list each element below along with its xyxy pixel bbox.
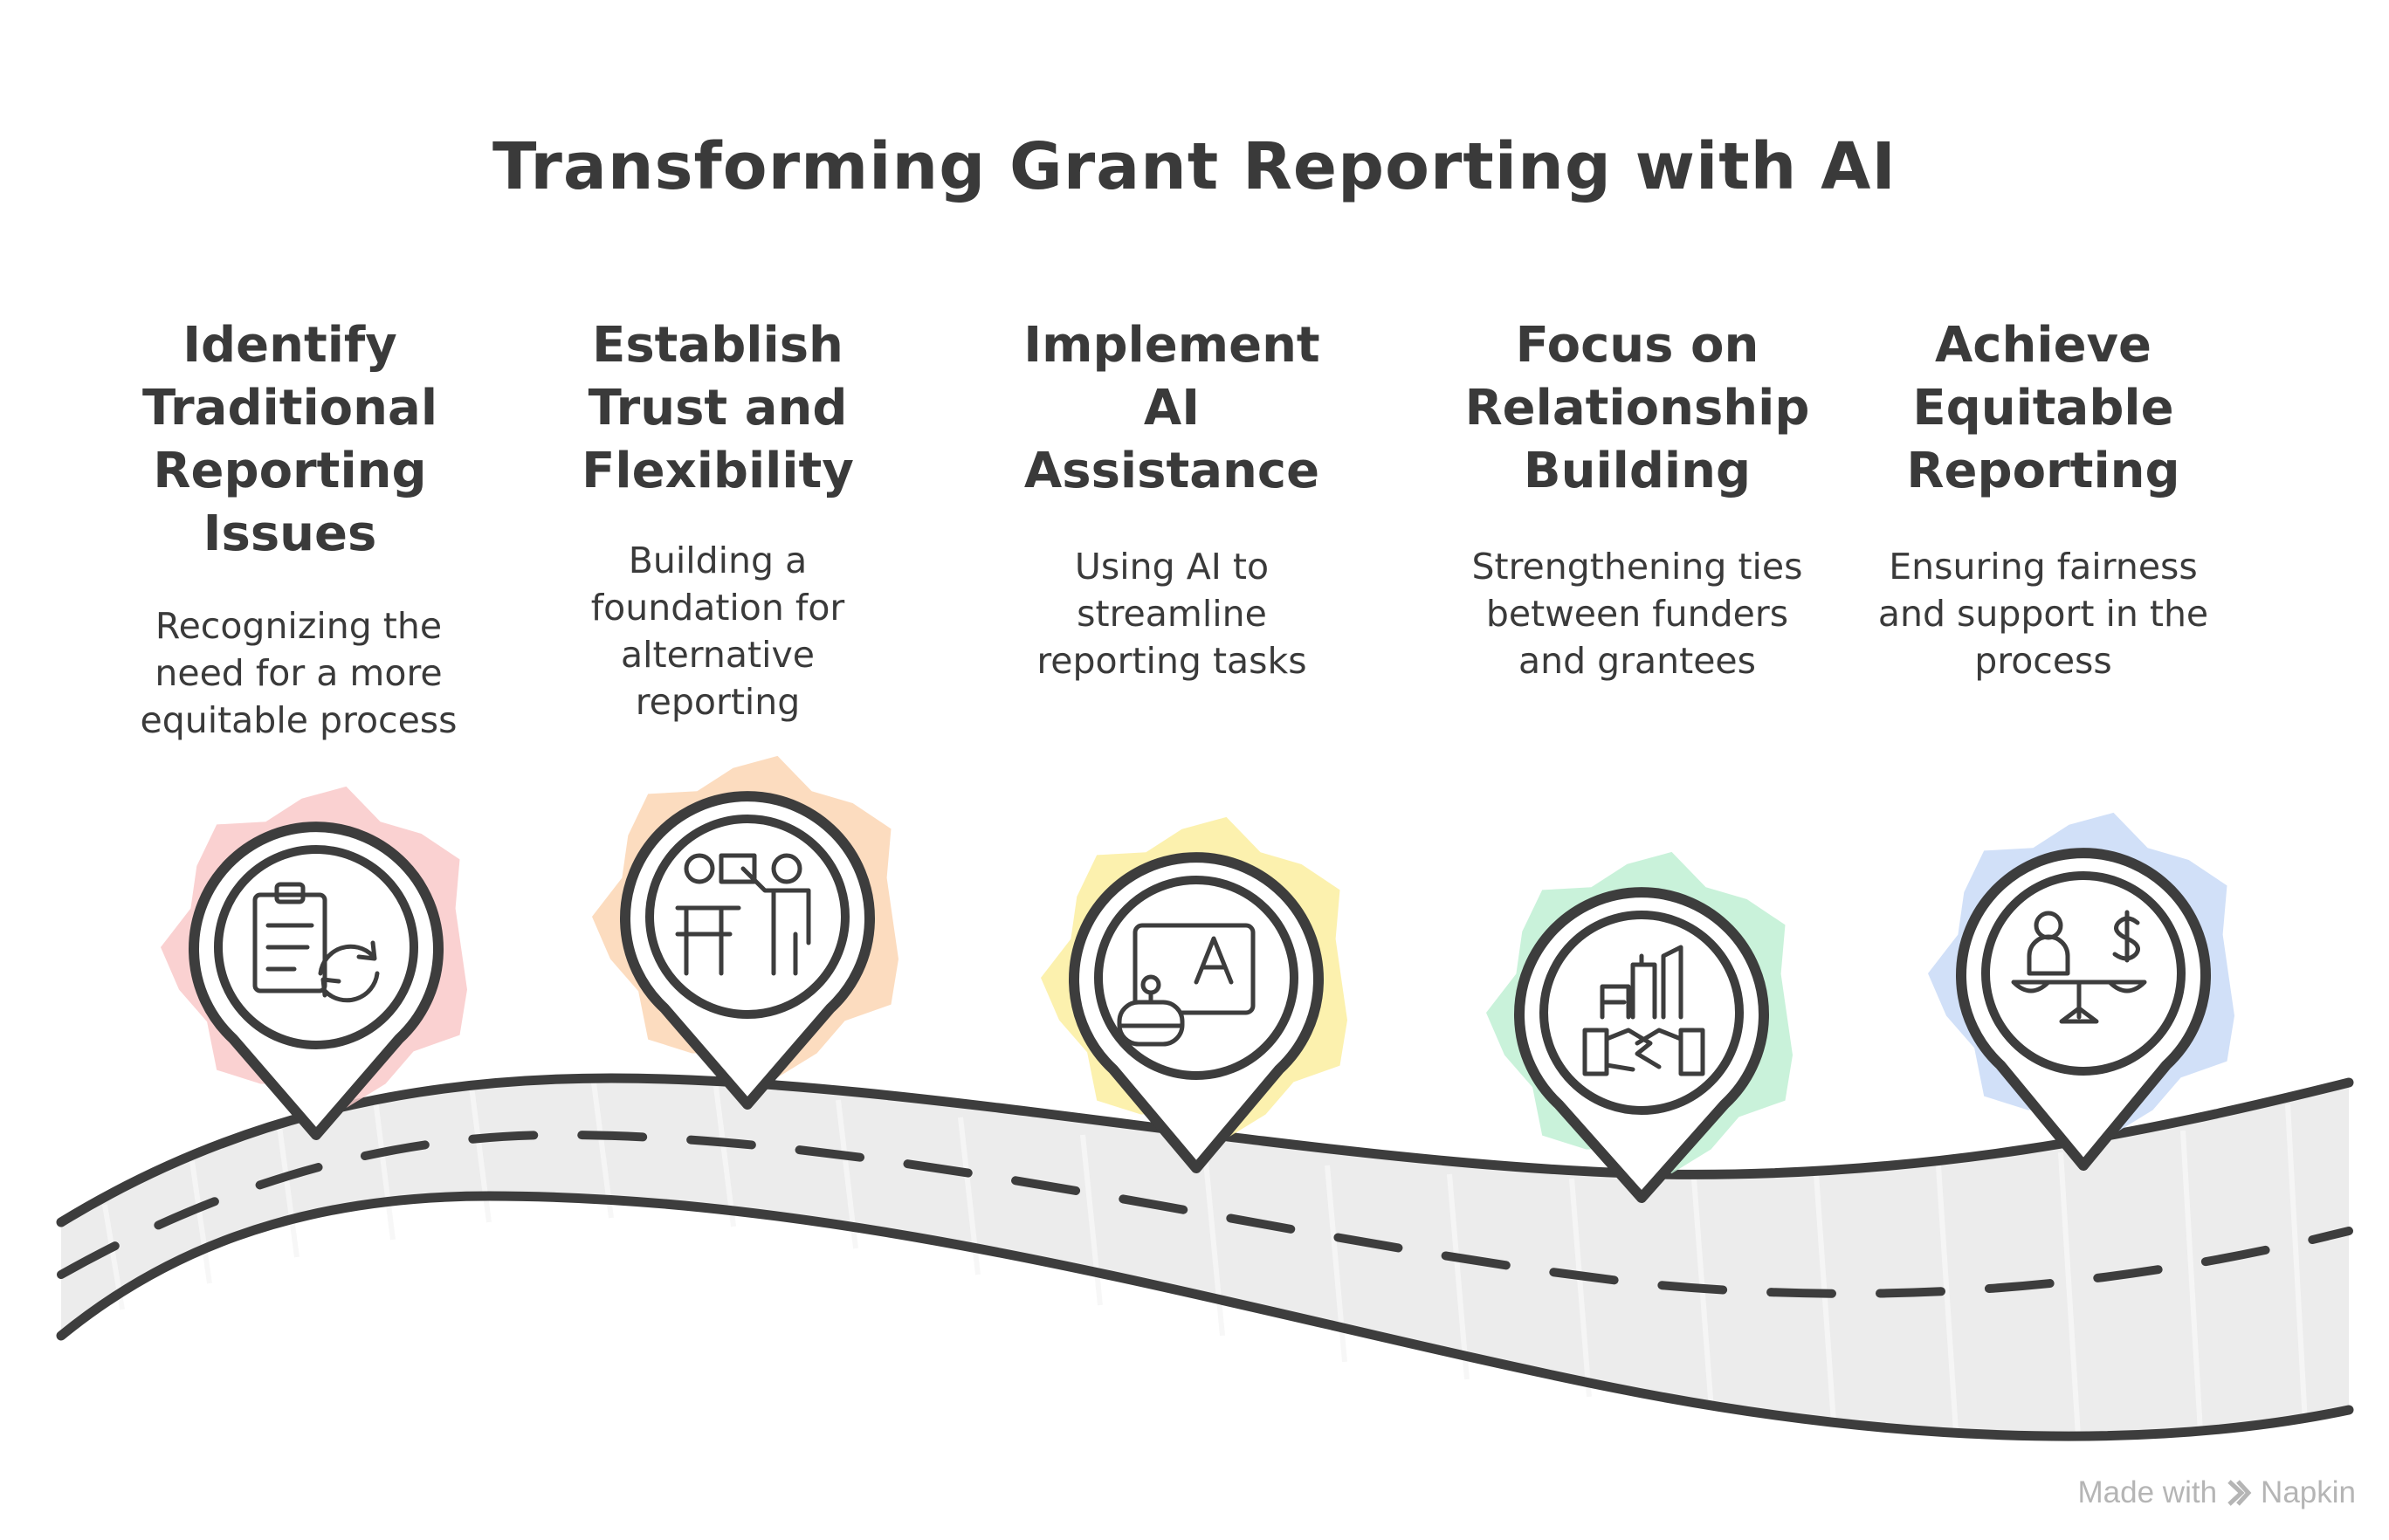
step-pin-4 [1486,851,1793,1203]
step-title-line: Relationship [1464,380,1810,437]
road-surface [61,1078,2349,1437]
step-description-line: need for a more [155,652,443,694]
step-pin-3 [1041,816,1347,1173]
step-title-line: Issues [203,505,377,562]
pin-inner-ring [214,845,418,1049]
step-description-line: process [1974,640,2112,682]
napkin-credit[interactable]: Made with Napkin [2078,1475,2356,1510]
step-description-1: Recognizing the need for a more equitable … [98,602,499,744]
robot-screen-icon [1117,923,1256,1047]
clipboard-refresh-icon [252,882,380,1003]
road-bottom-edge [56,1191,2354,1441]
step-description-2: Building a foundation for alternative repor… [517,537,919,725]
step-pin-1 [161,786,467,1140]
step-title-line: Traditional [141,380,438,437]
road-center-dashes [57,1130,2353,1298]
step-description-line: between funders [1485,593,1789,635]
step-description-line: reporting tasks [1036,640,1307,682]
step-title-line: Equitable [1912,380,2174,437]
step-title-line: Identify [182,317,397,374]
presentation-people-icon [675,853,811,976]
step-description-3: Using AI to streamline reporting tasks [971,543,1373,684]
step-title-line: Reporting [153,443,427,499]
step-description-line: alternative [620,634,816,676]
step-title-line: Flexibility [582,443,854,499]
step-pin-2 [592,755,898,1110]
step-title-line: AI [1143,380,1201,437]
step-description-line: Using AI to [1074,546,1270,588]
step-title-line: Assistance [1023,443,1320,499]
napkin-logo-icon [2227,1480,2252,1506]
step-pin-5 [1928,812,2234,1171]
pin-inner-ring [1539,911,1744,1115]
step-title-line: Trust and [588,380,848,437]
step-description-line: and grantees [1518,640,1757,682]
pin-inner-ring [1981,871,2186,1076]
step-description-4: Strengthening ties between funders and gra… [1436,543,1838,684]
step-title-line: Reporting [1906,443,2180,499]
step-description-line: Ensuring fairness [1889,546,2198,588]
road-texture [102,1082,2308,1437]
step-title-line: Implement [1023,317,1320,374]
step-description-line: equitable process [140,699,458,741]
step-description-line: and support in the [1877,593,2209,635]
page-title: Transforming Grant Reporting with AI [492,129,1897,204]
step-description-line: Strengthening ties [1471,546,1803,588]
step-description-line: Recognizing the [155,605,443,647]
pin-inner-ring [645,815,850,1019]
step-description-5: Ensuring fairness and support in the proce… [1842,543,2244,684]
step-title-line: Establish [592,317,843,374]
credit-brand: Napkin [2261,1475,2356,1509]
step-title-line: Focus on [1515,317,1759,374]
credit-prefix: Made with [2077,1475,2218,1509]
step-title-line: Achieve [1934,317,2152,374]
handshake-buildings-icon [1582,945,1705,1076]
step-title-line: Building [1523,443,1752,499]
step-description-line: Building a [628,540,808,581]
balance-scale-icon [2011,910,2147,1024]
step-description-line: reporting [635,681,801,723]
step-description-line: foundation for [590,587,845,629]
step-description-line: streamline [1077,593,1267,635]
